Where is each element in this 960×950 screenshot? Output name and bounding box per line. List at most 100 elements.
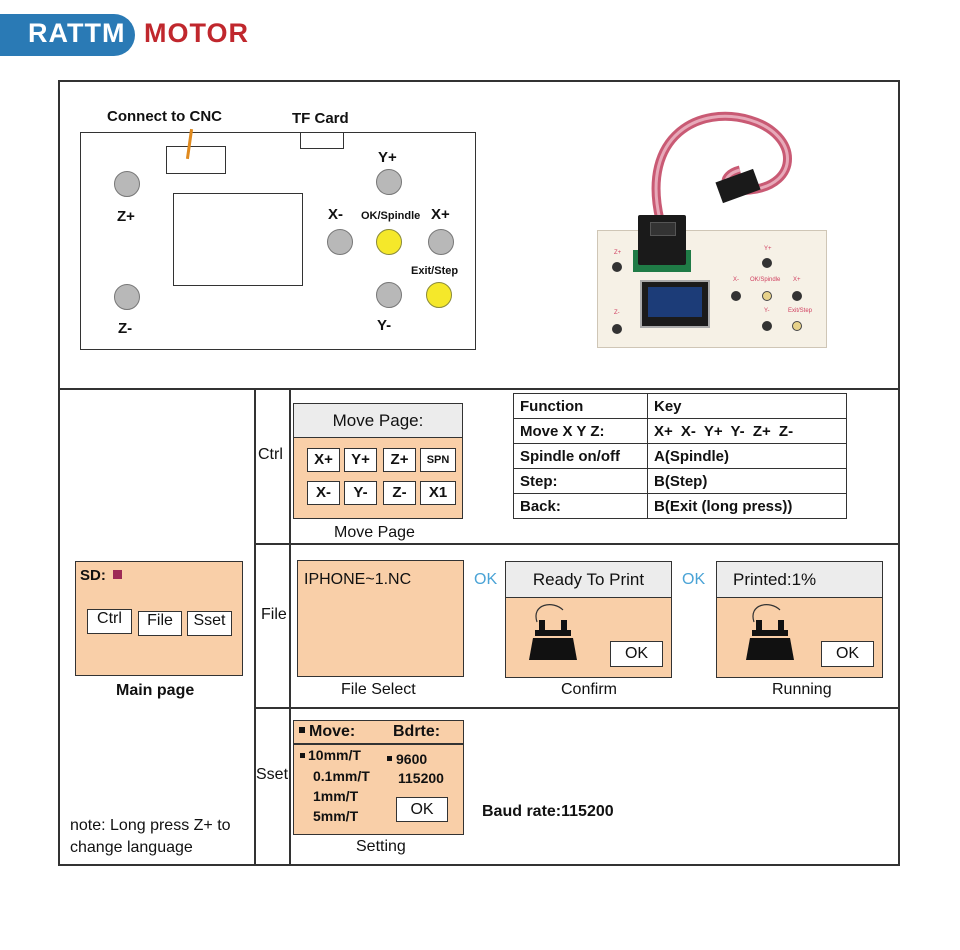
table-header-row: Function Key <box>513 393 847 419</box>
photo-ok-spindle-button <box>762 291 772 301</box>
move-key-x-plus: X+ <box>307 448 340 472</box>
main-page-caption: Main page <box>116 682 195 699</box>
move-key-x-minus: X- <box>307 481 340 505</box>
table-row: Spindle on/off A(Spindle) <box>513 443 847 469</box>
y-plus-label: Y+ <box>378 149 397 166</box>
photo-exit-step-label: Exit/Step <box>788 308 813 314</box>
brand-name-rattm: RATTM <box>28 18 126 48</box>
row-label-ctrl: Ctrl <box>258 446 283 463</box>
table-cell-key: A(Spindle) <box>647 443 847 469</box>
file-select-screen <box>297 560 464 677</box>
row-label-file: File <box>261 606 287 623</box>
setting-move-label: Move: <box>309 723 356 740</box>
table-header-key: Key <box>647 393 847 419</box>
x-minus-label: X- <box>328 206 343 223</box>
divider-vertical-main <box>254 388 256 866</box>
brand-name-motor: MOTOR <box>144 18 249 48</box>
setting-caption: Setting <box>356 838 406 855</box>
controller-board-photo <box>597 230 827 348</box>
row-label-sset: Sset <box>256 766 289 783</box>
baud-option: 115200 <box>398 770 444 786</box>
move-key-z-plus: Z+ <box>383 448 416 472</box>
move-key-x1: X1 <box>420 481 456 505</box>
connect-to-cnc-label: Connect to CNC <box>107 108 222 125</box>
language-note: note: Long press Z+ to change language <box>70 817 231 856</box>
table-row: Back: B(Exit (long press)) <box>513 493 847 519</box>
photo-ok-spindle-label: OK/Spindle <box>750 277 781 283</box>
move-option-marker <box>300 753 305 758</box>
connector-socket-image <box>650 222 676 236</box>
move-key-z-minus: Z- <box>383 481 416 505</box>
table-cell-key: B(Step) <box>647 468 847 494</box>
confirm-caption: Confirm <box>561 681 618 698</box>
sd-label: SD: <box>80 567 106 584</box>
photo-z-plus-label: Z+ <box>614 250 622 256</box>
z-plus-button <box>114 171 140 197</box>
divider-vertical-rowlabels <box>289 388 291 866</box>
running-caption: Running <box>772 681 832 698</box>
table-row: Step: B(Step) <box>513 468 847 494</box>
main-file-button: File <box>138 611 182 636</box>
y-plus-button <box>376 169 402 195</box>
sd-status-indicator <box>113 570 122 579</box>
ok-spindle-button <box>376 229 402 255</box>
running-header: Printed:1% <box>717 562 882 598</box>
printer-head-running-icon <box>746 604 794 660</box>
running-ok-button: OK <box>821 641 874 667</box>
photo-x-minus-button <box>731 291 741 301</box>
tf-card-label: TF Card <box>292 110 349 127</box>
move-option: 0.1mm/T <box>313 768 370 784</box>
divider-row-ctrl-file <box>254 543 900 545</box>
y-minus-label: Y- <box>377 317 392 334</box>
photo-x-plus-label: X+ <box>793 277 801 283</box>
brand-logo-bar <box>0 14 135 56</box>
z-minus-button <box>114 284 140 310</box>
photo-y-plus-button <box>762 258 772 268</box>
z-plus-label: Z+ <box>117 208 135 225</box>
main-ctrl-button: Ctrl <box>87 609 132 634</box>
table-cell-key: B(Exit (long press)) <box>647 493 847 519</box>
exit-step-label: Exit/Step <box>411 265 459 277</box>
setting-header-divider <box>294 743 463 745</box>
move-page-caption: Move Page <box>334 524 415 541</box>
photo-x-minus-label: X- <box>733 277 739 283</box>
file-name-entry: IPHONE~1.NC <box>304 571 412 588</box>
cnc-connector-port <box>166 146 226 174</box>
table-cell-function: Step: <box>513 468 648 494</box>
photo-y-minus-button <box>762 321 772 331</box>
ribbon-cable-image <box>651 111 792 222</box>
setting-ok-button: OK <box>396 797 448 822</box>
printer-head-icon <box>529 604 577 660</box>
flow-ok-label-2: OK <box>682 571 706 588</box>
y-minus-button <box>376 282 402 308</box>
function-key-table: Function Key Move X Y Z: X+ X- Y+ Y- Z+ … <box>513 393 847 519</box>
file-select-caption: File Select <box>341 681 416 698</box>
photo-x-plus-button <box>792 291 802 301</box>
move-option: 5mm/T <box>313 808 359 824</box>
photo-z-minus-button <box>612 324 622 334</box>
move-option: 10mm/T <box>308 747 361 763</box>
baud-rate-text: Baud rate:115200 <box>482 803 614 820</box>
table-cell-function: Back: <box>513 493 648 519</box>
table-cell-function: Move X Y Z: <box>513 418 648 444</box>
x-plus-button <box>428 229 454 255</box>
main-sset-button: Sset <box>187 611 232 636</box>
table-row: Move X Y Z: X+ X- Y+ Y- Z+ Z- <box>513 418 847 444</box>
x-plus-label: X+ <box>431 206 450 223</box>
confirm-ok-button: OK <box>610 641 663 667</box>
move-key-y-plus: Y+ <box>344 448 377 472</box>
photo-exit-step-button <box>792 321 802 331</box>
move-page-header: Move Page: <box>294 404 462 438</box>
move-key-y-minus: Y- <box>344 481 377 505</box>
photo-y-plus-label: Y+ <box>764 246 772 252</box>
x-minus-button <box>327 229 353 255</box>
z-minus-label: Z- <box>118 320 133 337</box>
table-header-function: Function <box>513 393 648 419</box>
move-key-spn: SPN <box>420 448 456 472</box>
tf-card-slot <box>300 132 344 149</box>
table-cell-function: Spindle on/off <box>513 443 648 469</box>
lcd-screen-outline <box>173 193 303 286</box>
photo-z-plus-button <box>612 262 622 272</box>
divider-row-file-sset <box>254 707 900 709</box>
baud-option: 9600 <box>396 751 428 767</box>
